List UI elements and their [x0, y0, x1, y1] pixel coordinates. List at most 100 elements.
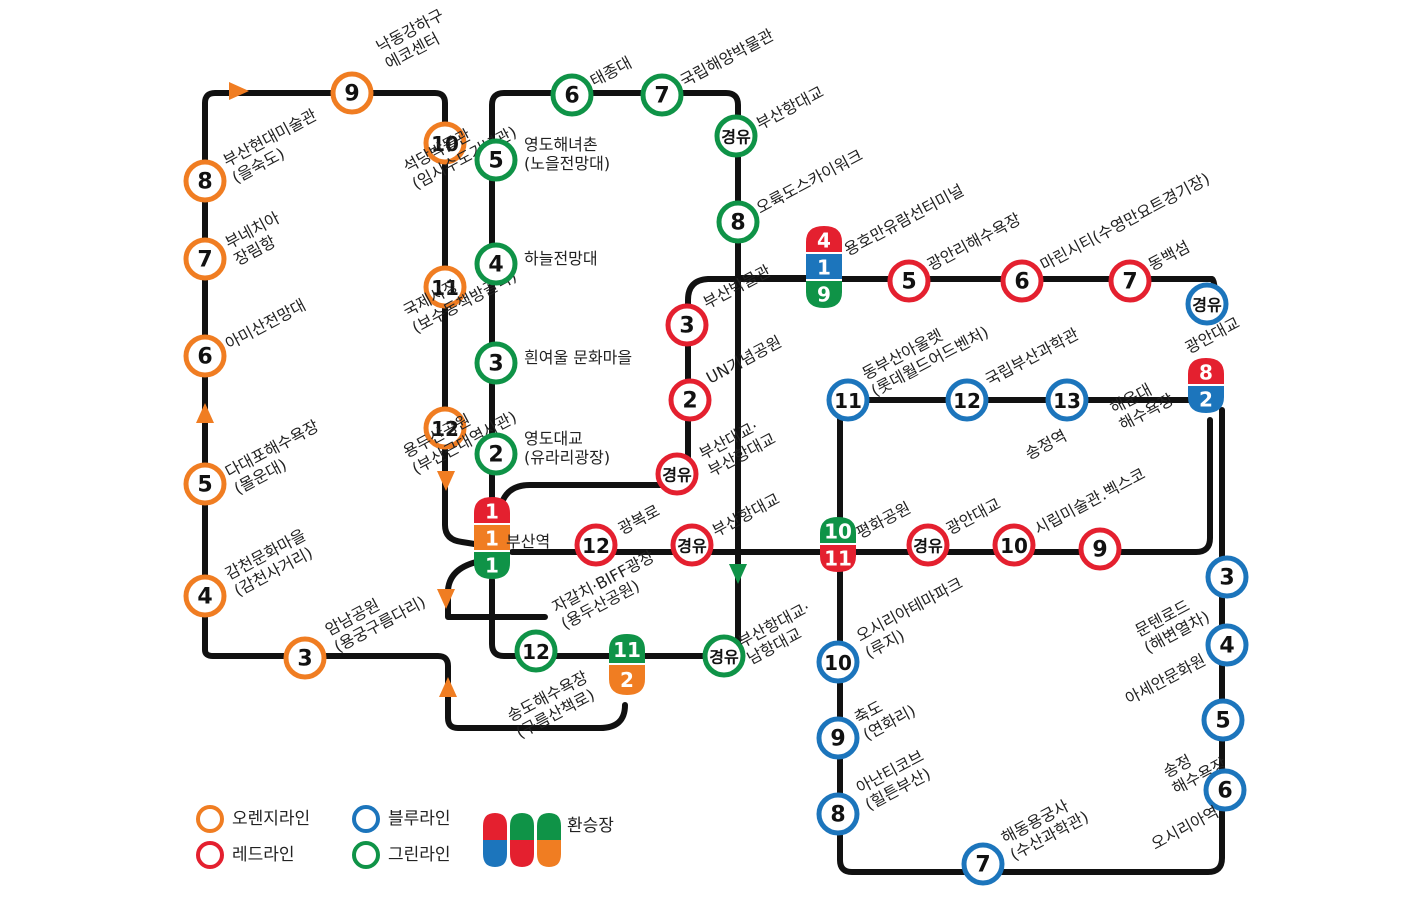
stop-number: 6 — [197, 345, 212, 370]
stop-marker — [714, 114, 758, 158]
stop-marker — [183, 462, 227, 506]
transfer-label: 부산역 — [506, 532, 550, 551]
stop-marker — [1203, 768, 1247, 812]
stop-r7[interactable]: 7 동백섬 — [1108, 237, 1193, 303]
stop-r9[interactable]: 9 — [1078, 527, 1122, 571]
stop-label-line: 동백섬 — [1145, 237, 1193, 275]
stop-number: 10 — [431, 132, 459, 156]
transfer-number: 1 — [485, 527, 499, 551]
route-tracks — [202, 90, 1225, 875]
transfer-number: 1 — [817, 256, 831, 280]
stop-number: 11 — [834, 389, 862, 413]
stop-number: 3 — [1219, 566, 1234, 591]
stop-number: 8 — [730, 211, 745, 236]
legend-item-orange: 오렌지라인 — [196, 805, 310, 833]
transfer-number: 1 — [485, 554, 499, 578]
transfer-segment-green — [820, 517, 856, 545]
stop-number: 경유 — [662, 466, 692, 485]
stop-number: 5 — [1215, 709, 1230, 734]
stop-label-line: 아미산전망대 — [222, 295, 309, 353]
stop-number: 8 — [197, 170, 212, 195]
transfer-segment-orange — [609, 664, 645, 695]
stop-number: 9 — [1092, 538, 1107, 563]
stop-marker — [906, 523, 950, 567]
stop-label: 시립미술관.벡스코 — [1031, 464, 1148, 538]
blue-route-track-loop — [837, 397, 1225, 875]
stop-marker — [816, 792, 860, 836]
stop-number: 경유 — [1192, 296, 1222, 315]
stop-marker — [474, 432, 518, 476]
stop-label: 아난티코브(힐튼부산) — [853, 746, 934, 814]
stop-label-line: (유라리광장) — [524, 448, 610, 467]
transfer-segment-blue — [806, 253, 842, 281]
stop-number: 7 — [1122, 270, 1137, 295]
legend-orange-marker — [196, 805, 224, 833]
stop-b9[interactable]: 9축도(연화리) — [816, 684, 919, 760]
transfer-segment-red — [806, 226, 842, 254]
stop-label-line: 부산항대교 — [709, 489, 783, 540]
stop-number: 11 — [431, 276, 459, 300]
transfer-label: 평화공원 — [853, 498, 914, 542]
stop-label: 영도대교(유라리광장) — [524, 429, 610, 467]
stop-number: 13 — [1053, 389, 1081, 413]
stop-label: 부산항대교 — [753, 82, 827, 133]
stop-label-line: 영도대교 — [524, 429, 583, 448]
red-route-track — [500, 276, 1218, 503]
stop-label: 암남공원(용궁구름다리) — [322, 592, 429, 656]
legend-transfer-bottom — [510, 840, 534, 867]
transfer-number: 8 — [1199, 361, 1213, 385]
stop-label: 아미산전망대 — [222, 295, 309, 353]
stops-layer: 9낙동강하구에코센터10석당박물관(임시수도기념관)11국제시장(보수동책방골목… — [183, 5, 1249, 886]
green-route-track — [489, 90, 741, 659]
legend-transfer-top — [483, 813, 507, 840]
stop-label-line: 광안대교 — [943, 494, 1004, 538]
stop-label-line: (노을전망대) — [524, 154, 610, 173]
stop-number: 7 — [975, 853, 990, 878]
stop-number: 6 — [564, 84, 579, 109]
stop-number: 10 — [1000, 534, 1028, 558]
stop-label-line: 시립미술관.벡스코 — [1031, 464, 1148, 538]
stop-marker — [423, 406, 467, 450]
stop-label: 오시리아테마파크(루지) — [853, 573, 966, 662]
stop-marker — [655, 452, 699, 496]
stop-number: 3 — [488, 352, 503, 377]
stop-label: 부산현대미술관(을숙도) — [220, 105, 320, 187]
stop-label-line: 부산항대교 — [753, 82, 827, 133]
stop-number: 2 — [682, 389, 697, 414]
transfer-label: 송도해수욕장(구름산책로) — [504, 667, 598, 742]
legend-transfer-label: 환승장 — [567, 816, 614, 836]
stop-number: 4 — [488, 253, 503, 278]
stop-label-line: 광복로 — [615, 501, 663, 539]
stop-number: 3 — [679, 314, 694, 339]
stop-label: 부산항대교·남항대교 — [735, 598, 813, 668]
stop-number: 경유 — [709, 648, 739, 667]
stop-marker — [183, 159, 227, 203]
stop-label: 동백섬 — [1145, 237, 1193, 275]
stop-g2[interactable]: 2 영도대교(유라리광장) — [474, 429, 610, 476]
stop-marker — [1078, 527, 1122, 571]
stop-number: 2 — [488, 443, 503, 468]
stop-number: 6 — [1014, 270, 1029, 295]
stop-label: 축도(연화리) — [851, 697, 919, 744]
stop-number: 5 — [901, 270, 916, 295]
